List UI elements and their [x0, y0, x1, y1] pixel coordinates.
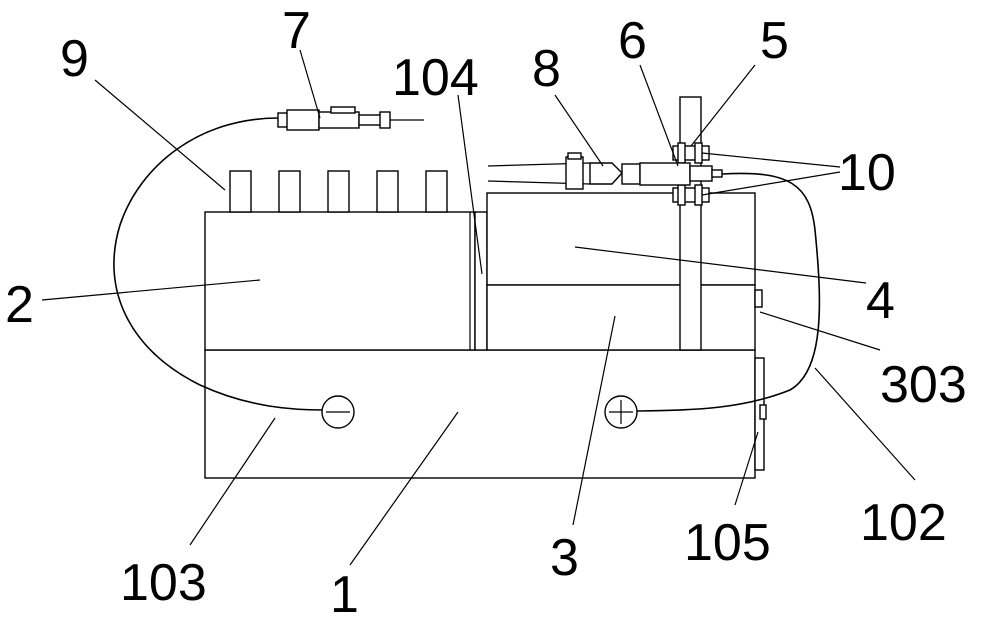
vertical-post — [680, 97, 701, 350]
tip-holder-3 — [328, 171, 349, 212]
label-303: 303 — [880, 356, 967, 414]
base-body — [205, 350, 755, 478]
leader-9 — [95, 80, 225, 190]
label-4: 4 — [866, 272, 895, 330]
leader-6 — [640, 65, 678, 166]
label-1: 1 — [330, 566, 359, 623]
side-knob-small — [760, 405, 766, 419]
iron-handle — [287, 110, 319, 130]
pen-holder-grip — [690, 166, 712, 181]
lower-right-block — [487, 285, 755, 350]
pen-holder-sleeve — [640, 163, 690, 185]
label-7: 7 — [282, 2, 311, 60]
pen-holder-end — [712, 170, 722, 177]
pen-holder-body — [622, 164, 640, 184]
tweezers-clip-cap — [568, 153, 581, 159]
label-9: 9 — [60, 30, 89, 88]
label-5: 5 — [760, 12, 789, 70]
label-6: 6 — [618, 12, 647, 70]
leader-303 — [760, 312, 880, 350]
tip-holder-1 — [230, 171, 251, 212]
label-103: 103 — [120, 554, 207, 612]
tip-holder-2 — [279, 171, 300, 212]
tweezers-clip — [566, 157, 583, 189]
label-105: 105 — [684, 514, 771, 572]
tip-holder-5 — [426, 171, 447, 212]
leader-7 — [300, 50, 320, 118]
upper-right-block — [487, 193, 755, 285]
clamp-screw-lower-left — [678, 185, 685, 205]
tip-holder-4 — [377, 171, 398, 212]
label-10: 10 — [838, 144, 896, 202]
side-switch — [755, 290, 762, 307]
label-102: 102 — [860, 494, 947, 552]
label-3: 3 — [550, 529, 579, 587]
clamp-screw-lower-right — [695, 185, 702, 205]
leader-10a — [702, 153, 840, 167]
label-8: 8 — [532, 40, 561, 98]
iron-grip — [319, 112, 359, 128]
label-2: 2 — [5, 276, 34, 334]
label-104: 104 — [392, 49, 479, 107]
clamp-screw-upper-left — [678, 143, 685, 163]
clamp-screw-upper-right — [695, 143, 702, 163]
tweezers-tip-cone — [590, 163, 622, 184]
iron-collar — [331, 107, 355, 113]
iron-nut — [380, 112, 390, 128]
